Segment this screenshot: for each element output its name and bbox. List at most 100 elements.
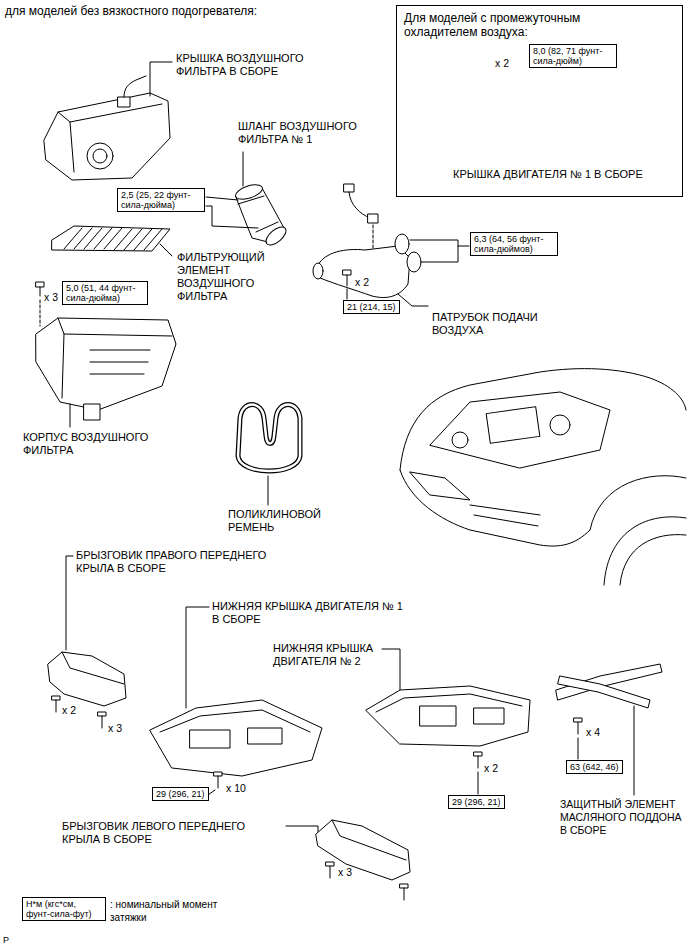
part-label: ФИЛЬТРУЮЩИЙ ЭЛЕМЕНТ ВОЗДУШНОГО ФИЛЬТРА [177, 251, 277, 303]
torque-value: 5,0 (51, 44 фунт-сила-дюйма) [66, 283, 144, 303]
engine-under-cover-1-part [218, 776, 219, 788]
vehicle-outline-part [486, 407, 540, 444]
vehicle-outline-part [452, 432, 468, 448]
air-filter-case-part [36, 318, 176, 410]
torque-value: 8,0 (82, 71 фунт-сила-дюйм) [533, 46, 613, 66]
air-filter-cover-part [93, 149, 107, 163]
left-splash-shield-part [404, 888, 405, 900]
air-intake-duct-part [347, 275, 348, 286]
engine-under-cover-2-part [474, 752, 482, 756]
filter-element-part [52, 226, 170, 251]
note-heading: Для моделей с промежуточным охладителем … [404, 11, 609, 39]
vehicle-outline [400, 369, 686, 585]
filter-element [52, 226, 172, 256]
air-filter-case-part [70, 404, 71, 427]
air-filter-case-part [90, 362, 148, 363]
quantity-label: x 2 [484, 762, 498, 775]
part-label: КРЫШКА ВОЗДУШНОГО ФИЛЬТРА В СБОРЕ [176, 52, 311, 78]
air-filter-cover-part [44, 93, 170, 180]
air-intake-duct-part [318, 246, 410, 298]
air-hose [206, 152, 289, 248]
quantity-label: x 2 [62, 704, 76, 717]
air-intake-duct-part [407, 252, 421, 272]
air-filter-case-part [40, 300, 41, 326]
air-hose-part [256, 222, 278, 232]
air-filter-cover [44, 62, 172, 180]
air-filter-case-part [90, 350, 150, 351]
torque-value: 29 (296, 21) [452, 797, 501, 807]
air-hose-part [206, 197, 238, 200]
vehicle-outline-part [410, 472, 470, 500]
left-splash-shield-part [400, 884, 408, 888]
left-splash-shield-part [286, 826, 318, 833]
air-hose-part [238, 196, 264, 204]
engine-under-cover-2-part [420, 706, 456, 726]
vehicle-outline-part [470, 505, 540, 515]
air-hose-part [206, 206, 258, 228]
filter-element-part [104, 228, 122, 249]
part-label: ШЛАНГ ВОЗДУШНОГО ФИЛЬТРА № 1 [238, 120, 368, 146]
engine-under-cover-1 [150, 607, 322, 795]
quantity-label: x 4 [586, 726, 600, 739]
air-intake-duct-part [344, 184, 354, 192]
air-filter-case-part [58, 318, 172, 336]
left-splash-shield-part [330, 866, 331, 878]
filter-element-part [134, 229, 152, 250]
oil-pan-protector-part [578, 738, 579, 759]
torque-box: 2,5 (25, 22 фунт-сила-дюйма) [117, 188, 205, 212]
oil-pan-protector-part [578, 722, 579, 734]
right-splash-shield-part [98, 712, 106, 716]
oil-pan-protector-part [634, 706, 635, 795]
engine-under-cover-2 [366, 649, 530, 794]
part-label: НИЖНЯЯ КРЫШКА ДВИГАТЕЛЯ № 2 [273, 642, 413, 668]
quantity-label: x 3 [108, 722, 122, 735]
vehicle-outline-part [550, 415, 570, 435]
vehicle-outline-part [400, 470, 590, 546]
v-ribbed-belt-part [238, 405, 300, 472]
air-intake-duct-part [368, 214, 378, 223]
air-intake-duct-part [398, 294, 428, 306]
right-splash-shield-part [48, 652, 126, 706]
torque-value: 21 (214, 15) [347, 302, 396, 312]
engine-under-cover-1-part [214, 772, 222, 776]
quantity-label: x 3 [338, 866, 352, 879]
part-label: БРЫЗГОВИК ЛЕВОГО ПЕРЕДНЕГО КРЫЛА В СБОРЕ [62, 820, 277, 846]
torque-box: 5,0 (51, 44 фунт-сила-дюйма) [62, 281, 148, 305]
vehicle-outline-part [604, 517, 686, 585]
air-intake-duct-part [458, 246, 469, 247]
part-label: ПАТРУБОК ПОДАЧИ ВОЗДУХА [432, 311, 552, 337]
air-filter-cover-part [58, 104, 162, 122]
left-splash-shield-part [326, 862, 334, 866]
quantity-label: x 10 [226, 782, 246, 795]
left-splash-shield-part [332, 820, 406, 860]
right-splash-shield-part [52, 696, 60, 700]
air-filter-case-part [84, 404, 100, 420]
engine-under-cover-2-part [478, 772, 479, 794]
air-intake-duct [313, 184, 469, 306]
torque-box: 29 (296, 21) [448, 795, 505, 809]
engine-under-cover-2-part [366, 686, 530, 746]
engine-under-cover-1-part [208, 790, 215, 795]
filter-element-part [84, 228, 102, 249]
v-ribbed-belt-part [238, 405, 300, 472]
air-intake-duct-part [373, 225, 374, 250]
right-splash-shield-part [56, 700, 57, 712]
quantity-label: x 2 [355, 276, 369, 289]
part-label: КРЫШКА ДВИГАТЕЛЯ № 1 В СБОРЕ [453, 168, 678, 181]
air-filter-cover-part [118, 97, 130, 107]
right-splash-shield [48, 556, 126, 728]
engine-under-cover-2-part [474, 708, 504, 724]
torque-box: Н*м (кгс*см, фунт-сила-фут) [22, 897, 106, 921]
engine-under-cover-1-part [248, 728, 282, 744]
filter-element-part [114, 229, 132, 250]
quantity-label: x 3 [44, 291, 58, 304]
torque-box: 63 (642, 46) [566, 760, 623, 774]
engine-under-cover-2-part [478, 756, 479, 768]
air-hose-part [243, 152, 244, 186]
part-label: ПОЛИКЛИНОВОЙ РЕМЕНЬ [228, 508, 328, 534]
filter-element-part [160, 244, 172, 256]
filter-element-part [124, 229, 142, 250]
v-ribbed-belt [238, 405, 300, 506]
part-label: НИЖНЯЯ КРЫШКА ДВИГАТЕЛЯ № 1 В СБОРЕ [212, 600, 412, 626]
air-intake-duct-part [313, 263, 323, 279]
